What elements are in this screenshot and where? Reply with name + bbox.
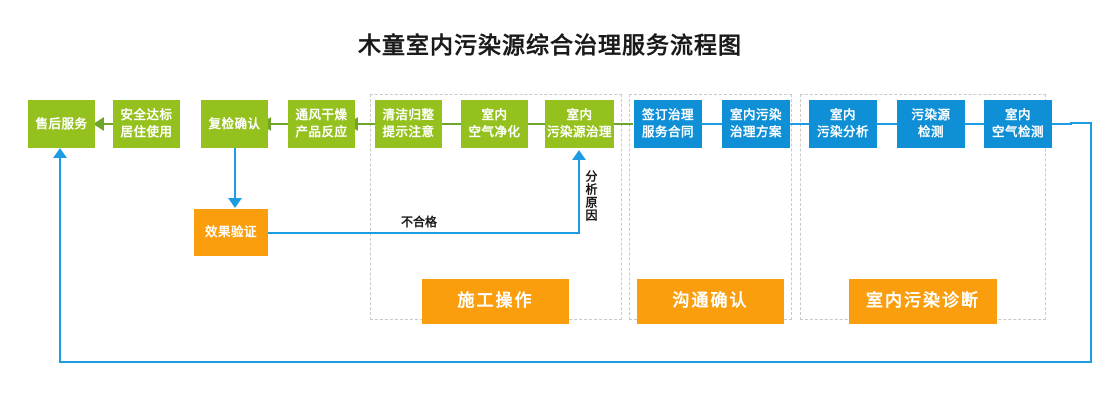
connector-clean-to-ventilate <box>440 123 462 125</box>
node-label: 效果验证 <box>204 224 257 240</box>
connector-air-to-detection <box>1050 123 1072 125</box>
arrowhead-safe-to-aftersales <box>93 117 104 131</box>
connector-return-bottom-horizontal <box>59 361 1092 363</box>
phase-label: 施工操作 <box>457 291 534 312</box>
node-indoor-pollution-analysis[interactable]: 室内 污染分析 <box>809 100 877 148</box>
node-effect-verification[interactable]: 效果验证 <box>194 209 268 256</box>
connector-verification-fail-horizontal <box>268 232 580 234</box>
edge-label-fail: 不合格 <box>401 215 438 229</box>
node-label: 室内 污染源治理 <box>546 107 612 139</box>
connector-analysis-to-plan <box>875 123 897 125</box>
phase-construction-operation[interactable]: 施工操作 <box>422 279 569 324</box>
node-indoor-pollution-source-treatment[interactable]: 室内 污染源治理 <box>545 100 614 148</box>
arrowhead-recheck-to-verification <box>228 198 242 208</box>
connector-return-right-vertical <box>1090 122 1092 363</box>
connector-recheck-to-safe <box>270 123 292 125</box>
connector-plan-to-contract <box>788 123 810 125</box>
node-label: 签订治理 服务合同 <box>641 107 694 139</box>
node-label: 安全达标 居住使用 <box>120 107 173 139</box>
connector-recheck-to-verification <box>234 148 236 200</box>
connector-ventilate-to-recheck <box>357 123 379 125</box>
node-sign-treatment-service-contract[interactable]: 签订治理 服务合同 <box>634 100 702 148</box>
node-pollution-source-detection[interactable]: 污染源 检测 <box>897 100 965 148</box>
node-indoor-air-detection[interactable]: 室内 空气检测 <box>984 100 1052 148</box>
node-indoor-air-purification[interactable]: 室内 空气净化 <box>461 100 528 148</box>
node-label: 售后服务 <box>35 115 88 131</box>
node-label: 室内污染 治理方案 <box>729 107 782 139</box>
arrowhead-analyze-cause <box>572 150 586 160</box>
node-after-sales-service[interactable]: 售后服务 <box>28 100 95 148</box>
node-label: 通风干燥 产品反应 <box>295 107 348 139</box>
node-ventilate-dry-product-reaction[interactable]: 通风干燥 产品反应 <box>288 100 355 148</box>
node-label: 污染源 检测 <box>911 107 951 139</box>
node-indoor-pollution-treatment-plan[interactable]: 室内污染 治理方案 <box>722 100 790 148</box>
connector-purify-to-clean <box>527 123 549 125</box>
phase-indoor-pollution-diagnosis[interactable]: 室内污染诊断 <box>849 279 997 324</box>
connector-treatment-to-purify <box>611 123 633 125</box>
node-label: 室内 空气净化 <box>468 107 521 139</box>
page-title: 木童室内污染源综合治理服务流程图 <box>358 33 742 59</box>
connector-analyze-cause-vertical <box>578 160 580 234</box>
connector-return-left-vertical <box>59 158 61 363</box>
phase-label: 室内污染诊断 <box>866 291 980 312</box>
arrowhead-return-to-aftersales <box>53 148 67 158</box>
connector-detection-to-analysis <box>963 123 985 125</box>
connector-return-from-air-detection <box>1070 122 1092 124</box>
node-clean-tidy-notice[interactable]: 清洁归整 提示注意 <box>375 100 442 148</box>
edge-label-analyze-cause: 分析原因 <box>584 170 598 222</box>
node-label: 复检确认 <box>208 115 261 131</box>
node-safe-standard-living[interactable]: 安全达标 居住使用 <box>113 100 180 148</box>
node-label: 清洁归整 提示注意 <box>382 107 435 139</box>
node-label: 室内 污染分析 <box>816 107 869 139</box>
phase-communication-confirmation[interactable]: 沟通确认 <box>637 279 784 324</box>
node-recheck-confirm[interactable]: 复检确认 <box>201 100 268 148</box>
connector-contract-to-treatment <box>700 123 722 125</box>
node-label: 室内 空气检测 <box>991 107 1044 139</box>
phase-label: 沟通确认 <box>672 291 749 312</box>
